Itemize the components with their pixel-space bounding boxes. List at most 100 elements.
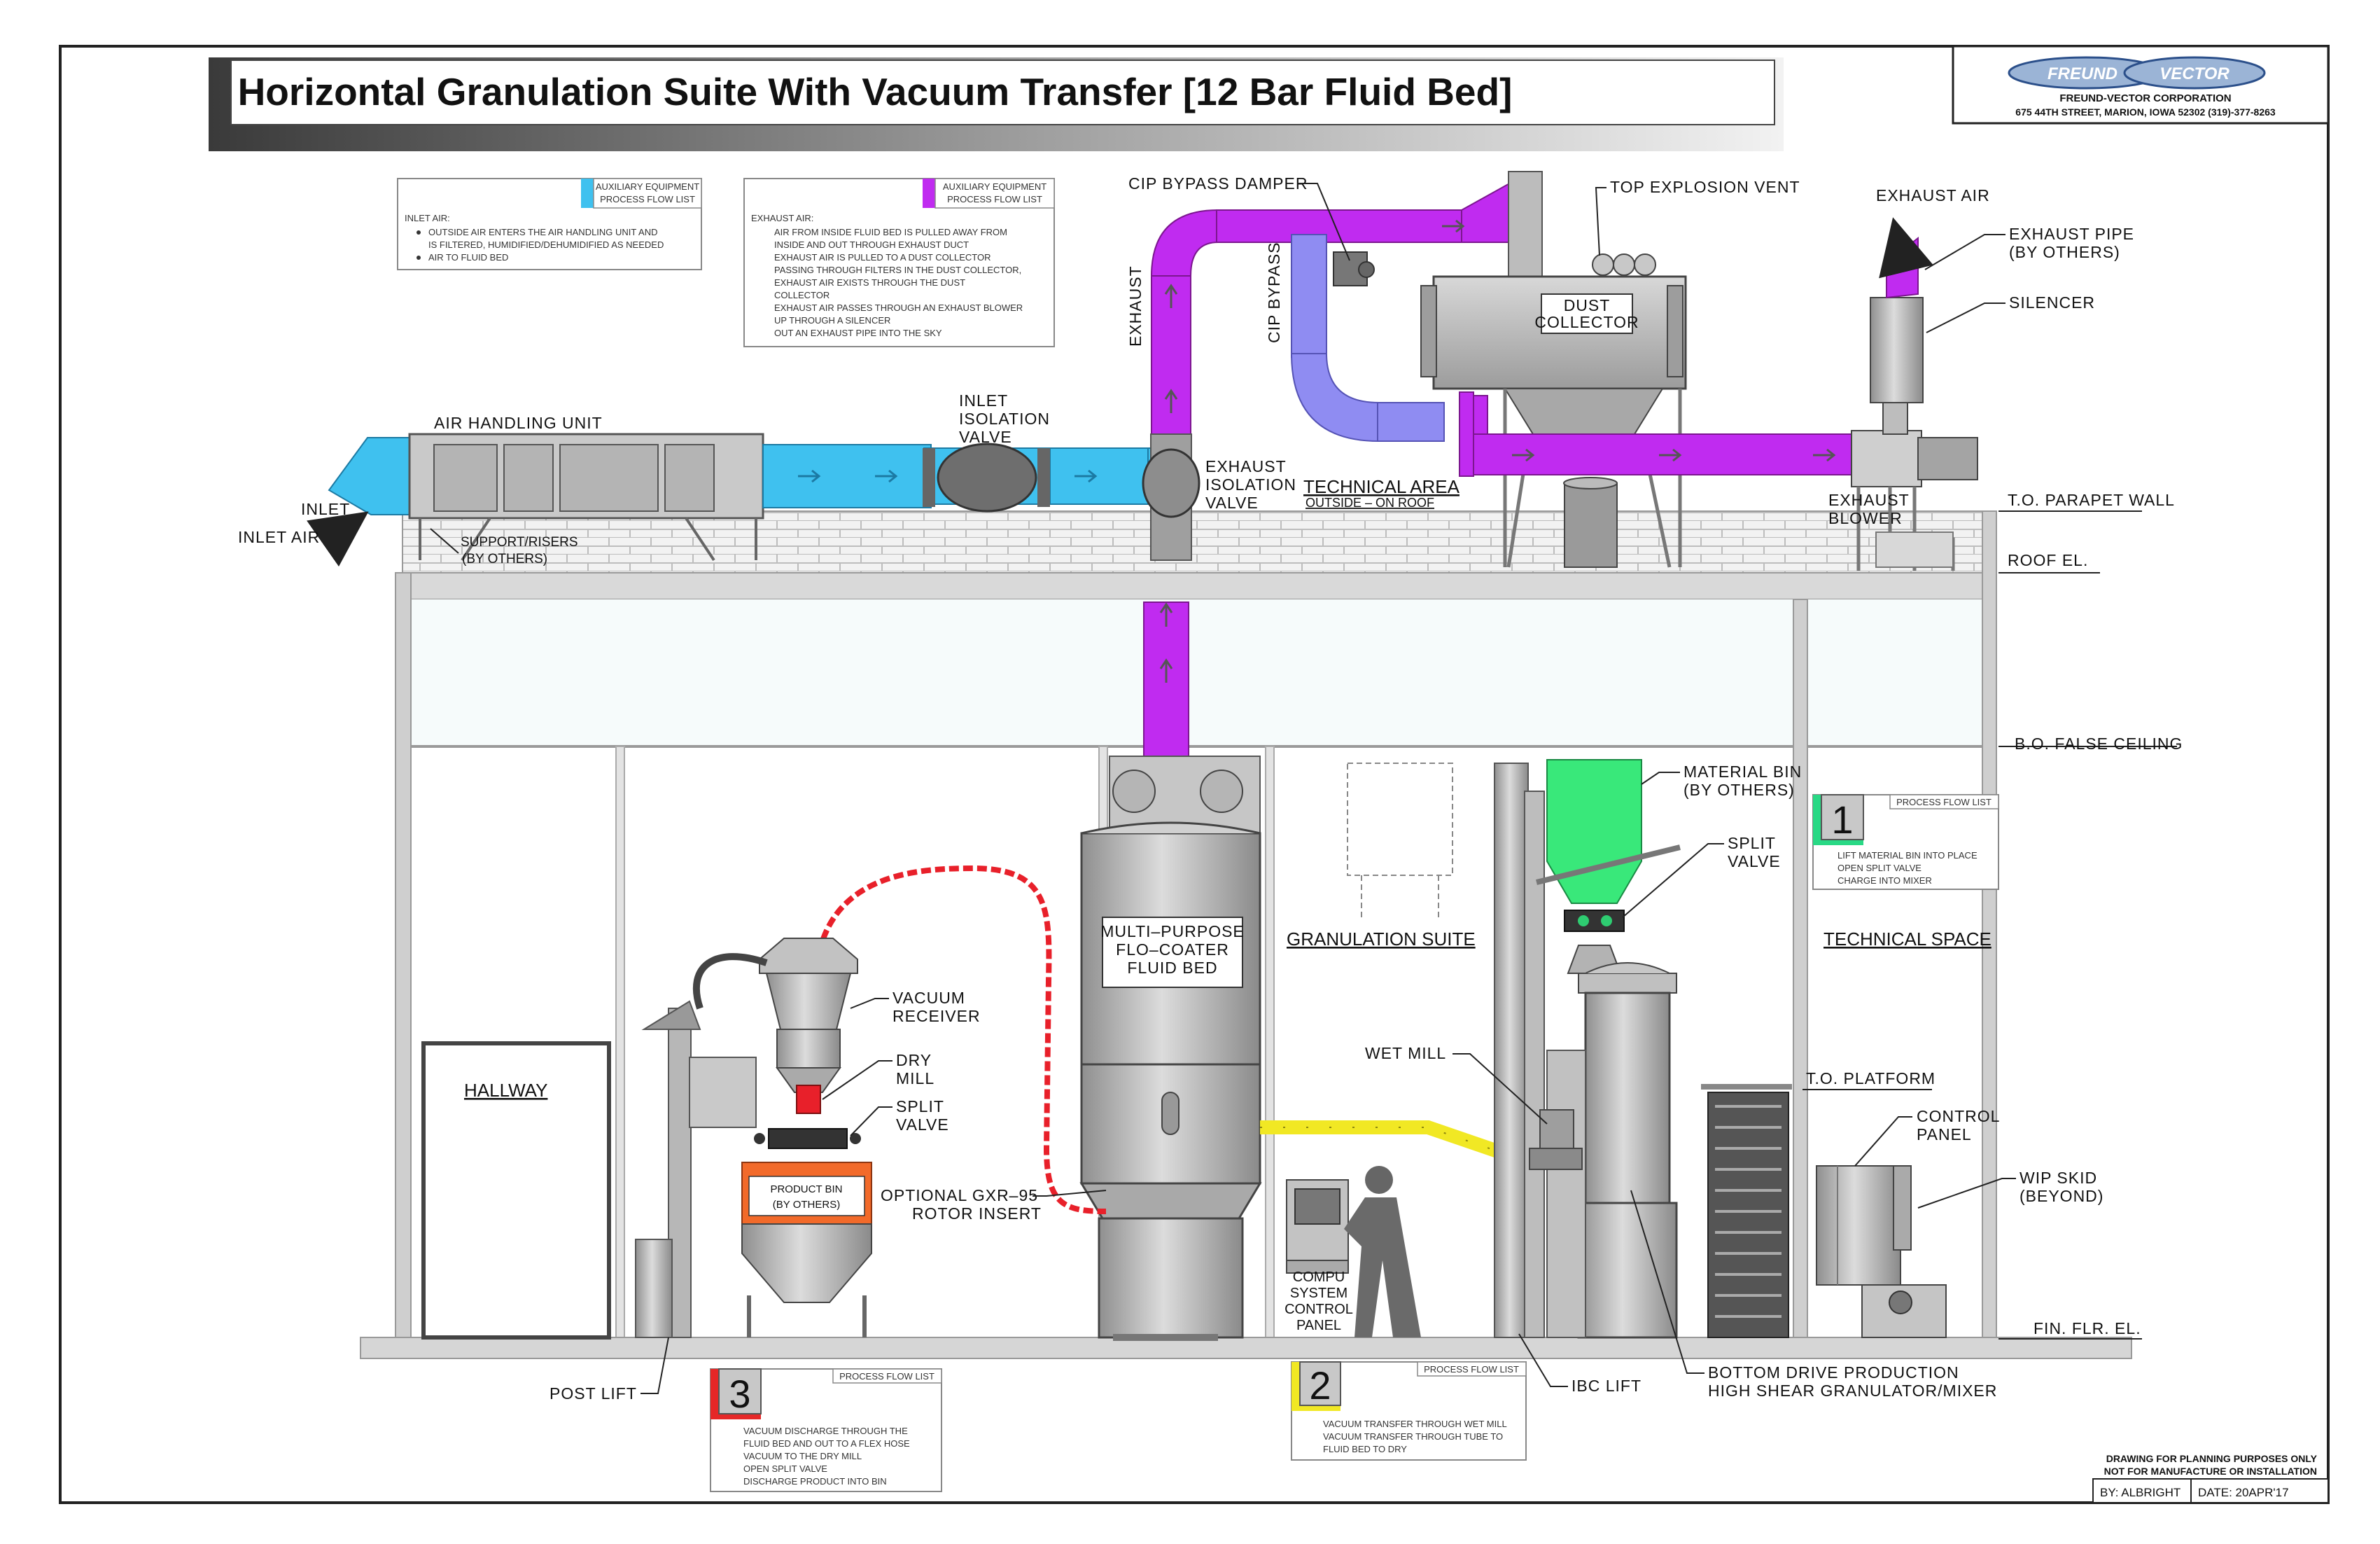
vacuum-receiver-label-1: VACUUM	[892, 989, 965, 1007]
support-risers-label-2: (BY OTHERS)	[462, 552, 547, 566]
step-1-box: 1 PROCESS FLOW LIST LIFT MATERIAL BIN IN…	[1812, 794, 1999, 890]
title-block: Horizontal Granulation Suite With Vacuum…	[209, 57, 1784, 151]
floor-slab	[360, 1337, 2132, 1359]
dry-mill	[796, 1085, 821, 1114]
company-address: 675 44TH STREET, MARION, IOWA 52302 (319…	[2015, 106, 2276, 118]
step-3-box: 3 PROCESS FLOW LIST VACUUM DISCHARGE THR…	[710, 1368, 942, 1492]
exhaust-box-item: EXHAUST AIR IS PULLED TO A DUST COLLECTO…	[774, 252, 990, 263]
wip-skid-label-2: (BEYOND)	[2019, 1187, 2104, 1205]
post-lift-label: POST LIFT	[550, 1384, 637, 1403]
wall-hallway	[615, 746, 625, 1342]
inlet-air-info-box: AUXILIARY EQUIPMENT PROCESS FLOW LIST IN…	[397, 178, 702, 270]
exhaust-duct	[1142, 181, 1513, 757]
false-ceiling-level: B.O. FALSE CEILING	[2015, 735, 2183, 753]
inlet-box-item: IS FILTERED, HUMIDIFIED/DEHUMIDIFIED AS …	[428, 239, 664, 250]
step-3-number: 3	[729, 1372, 750, 1416]
step-2-item: VACUUM TRANSFER THROUGH WET MILL	[1323, 1419, 1507, 1429]
inlet-box-tag2: PROCESS FLOW LIST	[600, 194, 695, 204]
inlet-box-tag: AUXILIARY EQUIPMENT	[596, 181, 699, 192]
roof-slab	[402, 572, 1996, 600]
column-right	[1982, 510, 1997, 1344]
granulation-suite-label: GRANULATION SUITE	[1287, 929, 1476, 950]
roof-level: ROOF EL.	[2008, 551, 2088, 569]
diagram-title: Horizontal Granulation Suite With Vacuum…	[238, 70, 1513, 113]
split-valve-right-label-2: VALVE	[1728, 852, 1781, 870]
step-1-item: OPEN SPLIT VALVE	[1837, 863, 1921, 873]
level-markers: T.O. PARAPET WALL ROOF EL. B.O. FALSE CE…	[1802, 491, 2183, 1340]
control-panel-label-2: PANEL	[1917, 1125, 1972, 1143]
step-1-number: 1	[1831, 798, 1853, 842]
inlet-label: INLET	[301, 500, 350, 518]
technical-area-label: TECHNICAL AREA	[1303, 476, 1460, 497]
exhaust-box-tag2: PROCESS FLOW LIST	[947, 194, 1042, 204]
step-3-item: DISCHARGE PRODUCT INTO BIN	[743, 1476, 887, 1487]
column-mid	[1793, 599, 1808, 1344]
exhaust-air-arrow	[1879, 217, 1933, 279]
step-3-item: FLUID BED AND OUT TO A FLEX HOSE	[743, 1438, 910, 1449]
technical-rack	[1707, 1092, 1789, 1338]
step-2-tag: PROCESS FLOW LIST	[1424, 1364, 1519, 1375]
company-name: FREUND-VECTOR CORPORATION	[2059, 92, 2231, 104]
exhaust-air-label: EXHAUST AIR	[1876, 186, 1990, 204]
inlet-air-arrow	[307, 511, 369, 567]
cip-bypass-damper-label: CIP BYPASS DAMPER	[1128, 174, 1308, 193]
material-bin	[1536, 759, 1681, 904]
hallway-door	[421, 1041, 611, 1340]
planning-note-1: DRAWING FOR PLANNING PURPOSES ONLY	[2106, 1453, 2318, 1464]
operator-figure	[1344, 1166, 1421, 1337]
wall-suite-right	[1265, 746, 1275, 1342]
exhaust-box-heading: EXHAUST AIR:	[751, 213, 813, 223]
inlet-isolation-label-2: ISOLATION	[959, 410, 1050, 428]
wip-skid	[1861, 1165, 1947, 1338]
high-shear-granulator	[1546, 945, 1678, 1339]
planning-note-2: NOT FOR MANUFACTURE OR INSTALLATION	[2104, 1466, 2317, 1477]
outside-on-roof-label: OUTSIDE – ON ROOF	[1306, 496, 1434, 510]
exhaust-isolation-label-3: VALVE	[1205, 494, 1259, 512]
granulator-label-1: BOTTOM DRIVE PRODUCTION	[1708, 1363, 1959, 1382]
inlet-isolation-label-3: VALVE	[959, 428, 1012, 446]
ibc-lift	[1494, 763, 1545, 1338]
explosion-vent	[1613, 253, 1635, 276]
ibc-lift-label: IBC LIFT	[1572, 1377, 1642, 1395]
explosion-vent	[1592, 253, 1614, 276]
inlet-isolation-valve	[923, 443, 1050, 513]
logo-right-text: VECTOR	[2160, 64, 2230, 83]
vacuum-hose	[812, 865, 1107, 1214]
exhaust-outlet-duct	[1459, 391, 1852, 477]
granulator-label-2: HIGH SHEAR GRANULATOR/MIXER	[1708, 1382, 1997, 1400]
step-1-item: CHARGE INTO MIXER	[1837, 875, 1932, 886]
exhaust-box-item: PASSING THROUGH FILTERS IN THE DUST COLL…	[774, 265, 1021, 275]
optional-rotor-label-2: ROTOR INSERT	[912, 1204, 1042, 1223]
split-valve-right	[1564, 910, 1625, 932]
split-valve-left-label-2: VALVE	[896, 1115, 949, 1134]
dust-collector-label-1: DUST	[1564, 296, 1611, 314]
inlet-box-heading: INLET AIR:	[405, 213, 450, 223]
explosion-vent	[1634, 253, 1656, 276]
exhaust-box-item: EXHAUST AIR EXISTS THROUGH THE DUST	[774, 277, 965, 288]
exhaust-isolation-label-2: ISOLATION	[1205, 475, 1296, 494]
transfer-tube	[1260, 1120, 1529, 1168]
wet-mill-label: WET MILL	[1365, 1044, 1446, 1062]
exhaust-blower	[1851, 398, 1978, 571]
compu-control-panel	[1286, 1179, 1349, 1274]
top-explosion-vent-label: TOP EXPLOSION VENT	[1610, 178, 1800, 196]
exhaust-box-item: OUT AN EXHAUST PIPE INTO THE SKY	[774, 328, 942, 338]
exhaust-blower-label-1: EXHAUST	[1828, 491, 1910, 509]
inlet-air-label: INLET AIR	[238, 528, 320, 546]
vacuum-receiver-label-2: RECEIVER	[892, 1007, 981, 1025]
exhaust-isolation-valve	[1142, 448, 1200, 518]
exhaust-pipe-label-2: (BY OTHERS)	[2009, 243, 2120, 261]
material-bin-label-2: (BY OTHERS)	[1684, 781, 1795, 799]
dust-collector: DUST COLLECTOR	[1420, 171, 1687, 568]
split-valve-right-label-1: SPLIT	[1728, 834, 1776, 852]
cip-bypass-duct	[1290, 234, 1445, 443]
fluid-bed-label-1: MULTI–PURPOSE	[1100, 922, 1245, 940]
product-bin-label-1: PRODUCT BIN	[770, 1183, 842, 1195]
wip-skid-label-1: WIP SKID	[2019, 1169, 2097, 1187]
wet-mill	[1529, 1109, 1583, 1170]
company-logo-block: FREUND VECTOR FREUND-VECTOR CORPORATION …	[1952, 45, 2330, 125]
fluid-bed: MULTI–PURPOSE FLO–COATER FLUID BED	[1079, 756, 1262, 1341]
dust-collector-label-2: COLLECTOR	[1534, 313, 1639, 331]
step-2-item: FLUID BED TO DRY	[1323, 1444, 1407, 1454]
